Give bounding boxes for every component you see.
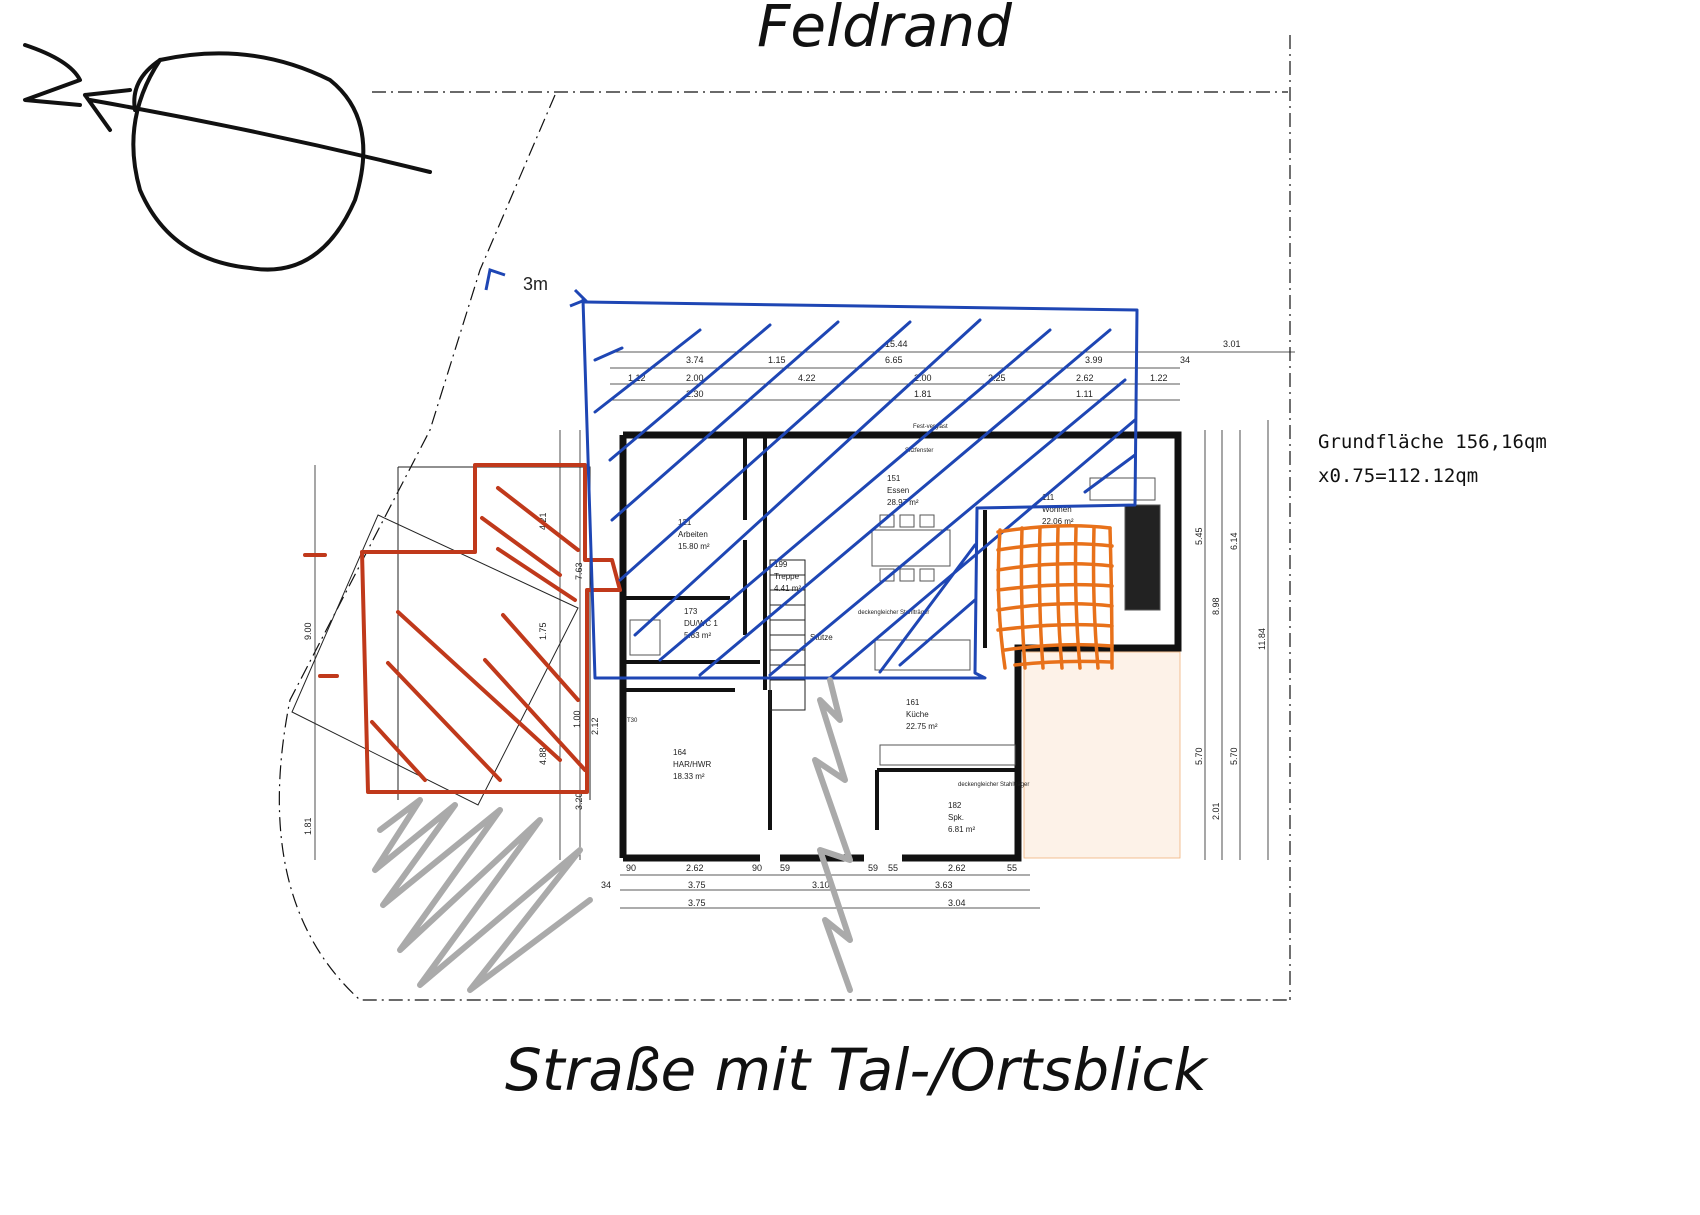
room-name: Küche	[906, 710, 929, 719]
dim-text: 7.63	[574, 562, 584, 580]
t30-label: T30	[627, 718, 638, 724]
room-area: 18.33 m²	[673, 772, 705, 781]
room-no: 199	[774, 560, 788, 569]
dimension-texts: 15.44 3.74 1.15 6.65 3.99 3.01 1.12 2.00…	[303, 339, 1267, 908]
dim-text: 34	[1180, 355, 1190, 365]
room-area: 22.06 m²	[1042, 517, 1074, 526]
dim-text: 55	[888, 863, 898, 873]
dim-text: 1.81	[914, 389, 932, 399]
dim-text: 5.70	[1194, 747, 1204, 765]
area-line-1: Grundfläche 156,16qm	[1318, 431, 1547, 453]
dim-text: 2.25	[988, 373, 1006, 383]
dim-text: 8.98	[1211, 597, 1221, 615]
room-no: 164	[673, 748, 687, 757]
area-line-2: x0.75=112.12qm	[1318, 465, 1479, 487]
room-area: 4.41 m²	[774, 584, 801, 593]
furniture	[629, 477, 1161, 766]
dim-text: 1.00	[572, 710, 582, 728]
plan-notes: Stütze Sitzfenster deckengleicher Stahlt…	[627, 424, 1029, 788]
dim-text: 1.22	[1150, 373, 1168, 383]
dim-text: 2.00	[914, 373, 932, 383]
room-area: 22.75 m²	[906, 722, 938, 731]
room-name: HAR/HWR	[673, 760, 711, 769]
garage-outline	[291, 466, 591, 806]
dim-text: 3.99	[1085, 355, 1103, 365]
dim-text: 90	[752, 863, 762, 873]
dim-text: 4.88	[538, 747, 548, 765]
stuetze-label: Stütze	[810, 633, 833, 642]
room-name: Arbeiten	[678, 530, 708, 539]
stairs	[769, 559, 806, 711]
dim-text: 59	[868, 863, 878, 873]
dim-text: 3.01	[1223, 339, 1241, 349]
dim-text: 2.62	[948, 863, 966, 873]
room-area: 6.81 m²	[948, 825, 975, 834]
fest-label: Fest-verglast	[913, 424, 948, 430]
dim-text: 6.65	[885, 355, 903, 365]
terrace	[1023, 651, 1181, 859]
dim-text: 2.01	[1211, 802, 1221, 820]
dim-text: 3.10	[812, 880, 830, 890]
dim-text: 1.75	[538, 622, 548, 640]
dim-text: 55	[1007, 863, 1017, 873]
room-area: 15.80 m²	[678, 542, 710, 551]
sitzfenster-label: Sitzfenster	[905, 448, 933, 454]
dim-text: 1.15	[768, 355, 786, 365]
dim-text: 34	[601, 880, 611, 890]
dim-text: 2.62	[686, 863, 704, 873]
beam-label: deckengleicher Stahlträger	[958, 782, 1029, 788]
room-area: 5.83 m²	[684, 631, 711, 640]
offset-label: 3m	[523, 274, 548, 294]
dimension-lines	[314, 351, 1295, 909]
dim-text: 5.70	[1229, 747, 1239, 765]
property-boundary	[278, 35, 1291, 1001]
room-no: 182	[948, 801, 962, 810]
dim-text: 3.63	[935, 880, 953, 890]
dim-text: 4.22	[798, 373, 816, 383]
room-name: Spk.	[948, 813, 964, 822]
dim-text: 90	[626, 863, 636, 873]
north-arrow-sketch	[23, 43, 432, 272]
dim-text: 1.81	[303, 817, 313, 835]
room-name: Wohnen	[1042, 505, 1072, 514]
dim-text: 2.00	[686, 373, 704, 383]
dim-text: 11.84	[1257, 628, 1267, 650]
dim-text: 3.20	[574, 792, 584, 810]
top-title: Feldrand	[757, 0, 1012, 60]
dim-text: 59	[780, 863, 790, 873]
room-no: 151	[887, 474, 901, 483]
dim-text: 2.62	[1076, 373, 1094, 383]
dim-text: 5.45	[1194, 527, 1204, 545]
garage-sketch	[303, 463, 622, 794]
scribble-shading	[372, 677, 853, 993]
dim-text: 9.00	[303, 622, 313, 640]
room-no: 173	[684, 607, 698, 616]
dim-text: 3.75	[688, 898, 706, 908]
bottom-title: Straße mit Tal-/Ortsblick	[505, 1036, 1207, 1104]
dim-text: 3.04	[948, 898, 966, 908]
dim-text: 2.30	[686, 389, 704, 399]
area-note: Grundfläche 156,16qm x0.75=112.12qm	[1318, 425, 1547, 493]
dim-text: 6.14	[1229, 532, 1239, 550]
room-name: Treppe	[774, 572, 800, 581]
hatched-zone	[581, 298, 1139, 680]
room-no: 161	[906, 698, 920, 707]
offset-annotation	[484, 268, 588, 308]
room-name: Essen	[887, 486, 909, 495]
dim-text: 1.11	[1076, 389, 1093, 399]
dim-text: 3.74	[686, 355, 704, 365]
dim-text: 15.44	[885, 339, 908, 349]
room-no: 111	[1042, 493, 1055, 502]
beam-label: deckengleicher Stahlträger	[858, 610, 929, 616]
wohnen-grid-sketch	[996, 524, 1114, 670]
dim-text: 2.12	[590, 717, 600, 735]
dim-text: 3.75	[688, 880, 706, 890]
